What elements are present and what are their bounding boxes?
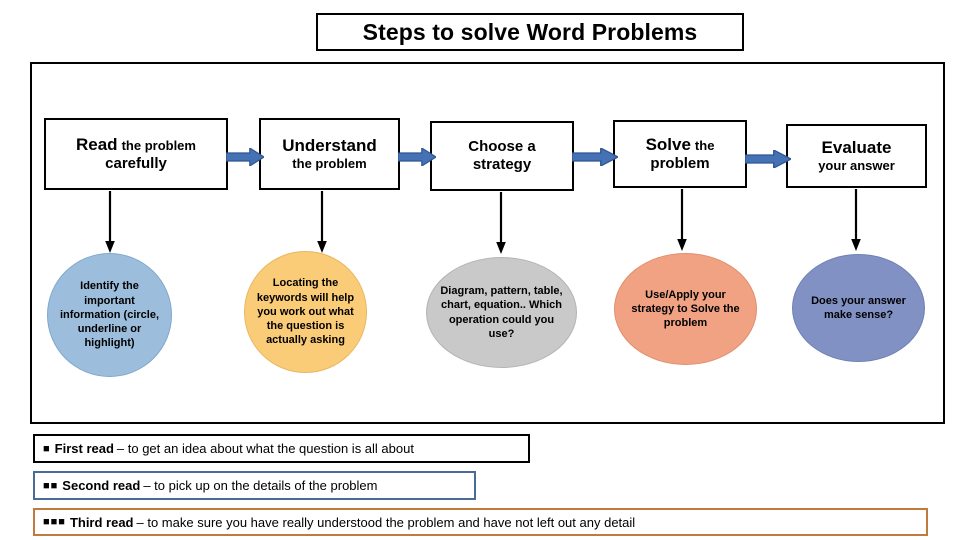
down-arrow-icon-2 [317,191,327,253]
step-solve-tertiary: problem [650,155,710,173]
step-read-tertiary: carefully [105,155,167,173]
legend-desc-first: – to get an idea about what the question… [116,441,414,456]
legend-row-first-read: ■ First read – to get an idea about what… [33,434,530,463]
detail-ellipse-strategy-text: Diagram, pattern, table, chart, equation… [440,284,563,340]
detail-ellipse-checks-text: Does your answer make sense? [811,294,906,321]
step-box-evaluate: Evaluate your answer [786,124,927,188]
detail-ellipse-strategy: Diagram, pattern, table, chart, equation… [426,257,577,368]
flow-arrow-icon-4 [745,150,791,168]
page-title-box: Steps to solve Word Problems [316,13,744,51]
step-box-understand: Understand the problem [259,118,400,190]
legend-label-second: Second read [62,478,141,493]
step-choose-primary: Choose a [468,138,536,156]
detail-ellipse-keywords: Locating the keywords will help you work… [244,251,367,373]
page-title: Steps to solve Word Problems [362,18,698,45]
detail-ellipse-apply-text: Use/Apply your strategy to Solve the pro… [631,288,740,330]
legend-marks-first: ■ [43,442,51,455]
step-box-read: Read the problem carefully [44,118,228,190]
step-read-primary: Read [76,135,118,155]
step-solve-primary: Solve [645,135,691,155]
step-evaluate-secondary: your answer [818,158,895,174]
step-understand-primary: Understand [282,136,377,156]
detail-ellipse-checks: Does your answer make sense? [792,254,925,362]
step-box-choose: Choose a strategy [430,121,574,191]
step-read-secondary: the problem [121,138,196,154]
down-arrow-icon-1 [105,191,115,253]
legend-marks-third: ■■■ [43,516,66,528]
flow-arrow-icon-3 [572,148,618,166]
detail-ellipse-keywords-text: Locating the keywords will help you work… [256,277,355,347]
legend-label-first: First read [54,441,114,456]
detail-ellipse-apply: Use/Apply your strategy to Solve the pro… [614,253,757,365]
down-arrow-icon-4 [677,189,687,251]
down-arrow-icon-5 [851,189,861,251]
legend-desc-third: – to make sure you have really understoo… [136,514,636,530]
legend-row-second-read: ■■ Second read – to pick up on the detai… [33,471,476,500]
step-box-solve: Solve the problem [613,120,747,188]
step-solve-line-1: Solve the [646,135,715,155]
step-read-line-1: Read the problem [76,135,196,155]
step-solve-secondary: the [694,138,715,154]
detail-ellipse-identify-text: Identify the important information (circ… [59,280,160,350]
down-arrow-icon-3 [496,192,506,254]
diagram-frame [30,62,945,424]
legend-row-third-read: ■■■ Third read – to make sure you have r… [33,508,928,536]
step-understand-secondary: the problem [292,156,367,172]
step-choose-secondary: strategy [472,156,532,173]
legend-marks-second: ■■ [43,479,59,492]
flow-arrow-icon-1 [226,148,264,166]
flow-arrow-icon-2 [398,148,436,166]
step-evaluate-primary: Evaluate [821,138,892,158]
legend-label-third: Third read [69,514,134,530]
detail-ellipse-identify: Identify the important information (circ… [47,253,172,377]
legend-desc-second: – to pick up on the details of the probl… [143,478,378,493]
